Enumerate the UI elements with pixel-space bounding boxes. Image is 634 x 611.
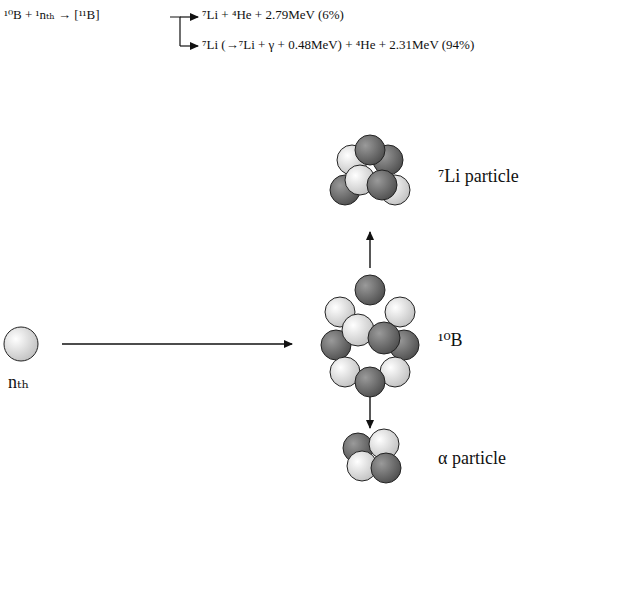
particle-label: nₜₕ [8, 372, 29, 394]
nucleon-sphere [367, 170, 397, 200]
nucleon-sphere [355, 367, 385, 397]
nucleon-sphere [355, 135, 385, 165]
nucleon-sphere [4, 327, 38, 361]
reaction-branch: ⁷Li (→⁷Li + γ + 0.48MeV) + ⁴He + 2.31MeV… [202, 37, 474, 53]
reaction-branch: ⁷Li + ⁴He + 2.79MeV (6%) [202, 7, 344, 23]
branch-bracket [170, 17, 198, 46]
reaction-arrows [62, 232, 370, 428]
nucleon-spheres [4, 135, 419, 483]
equation-text: ¹⁰B + ¹nₜₕ → [¹¹B] [4, 7, 99, 23]
particle-label: ⁷Li particle [438, 166, 519, 188]
nucleon-sphere [368, 322, 400, 354]
nucleon-sphere [371, 453, 401, 483]
particle-label: α particle [438, 448, 506, 470]
nucleon-sphere [355, 275, 385, 305]
particle-label: ¹⁰B [438, 330, 463, 352]
